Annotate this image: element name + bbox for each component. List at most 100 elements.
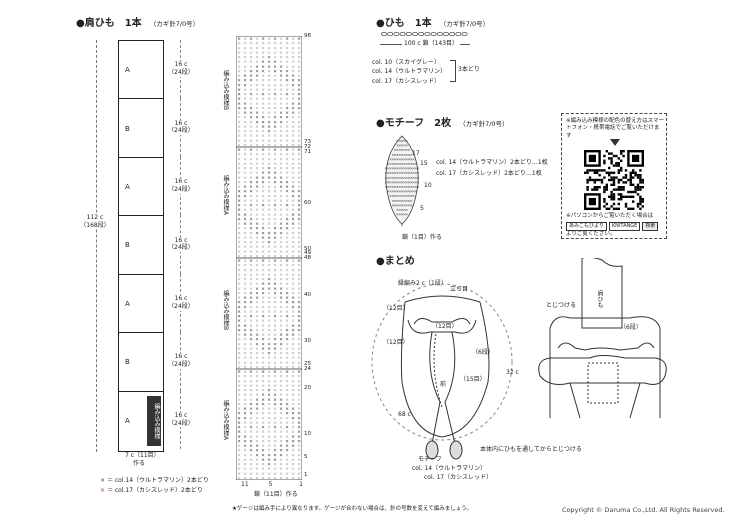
svg-text:×: × xyxy=(291,226,295,232)
svg-text:×: × xyxy=(285,286,289,292)
svg-text:×: × xyxy=(410,184,413,189)
svg-text:×: × xyxy=(243,244,247,250)
svg-text:×: × xyxy=(237,452,241,458)
svg-text:×: × xyxy=(279,36,283,42)
svg-text:×: × xyxy=(237,457,241,463)
svg-text:×: × xyxy=(291,124,295,130)
svg-text:×: × xyxy=(243,64,247,70)
svg-text:×: × xyxy=(297,466,301,472)
svg-text:×: × xyxy=(261,45,265,51)
svg-text:×: × xyxy=(249,82,253,88)
svg-text:×: × xyxy=(255,170,259,176)
svg-text:×: × xyxy=(285,179,289,185)
svg-text:×: × xyxy=(389,193,392,198)
svg-text:×: × xyxy=(273,64,277,70)
svg-text:×: × xyxy=(405,156,408,161)
svg-text:×: × xyxy=(243,277,247,283)
svg-text:×: × xyxy=(249,230,253,236)
svg-text:×: × xyxy=(279,138,283,144)
svg-text:×: × xyxy=(243,207,247,213)
search-term-2[interactable]: KNITANGE xyxy=(608,222,641,231)
svg-text:×: × xyxy=(255,161,259,167)
svg-text:×: × xyxy=(273,249,277,255)
svg-text:×: × xyxy=(273,119,277,125)
svg-text:×: × xyxy=(237,425,241,431)
svg-text:×: × xyxy=(387,170,390,175)
svg-text:×: × xyxy=(243,147,247,153)
svg-text:×: × xyxy=(243,161,247,167)
svg-text:×: × xyxy=(273,258,277,264)
svg-text:×: × xyxy=(291,471,295,477)
svg-text:×: × xyxy=(267,133,271,139)
svg-text:×: × xyxy=(389,175,392,180)
svg-text:×: × xyxy=(291,45,295,51)
svg-text:×: × xyxy=(285,115,289,121)
svg-text:×: × xyxy=(267,216,271,222)
svg-text:×: × xyxy=(267,179,271,185)
svg-text:×: × xyxy=(394,179,397,184)
svg-text:×: × xyxy=(285,425,289,431)
svg-text:×: × xyxy=(273,411,277,417)
search-button[interactable]: 検索 xyxy=(642,222,659,231)
svg-text:×: × xyxy=(291,314,295,320)
svg-text:×: × xyxy=(255,110,259,116)
svg-text:×: × xyxy=(273,156,277,162)
svg-text:×: × xyxy=(255,360,259,366)
attach-diagram xyxy=(530,258,680,438)
qr-code[interactable] xyxy=(584,150,644,210)
svg-text:×: × xyxy=(237,281,241,287)
svg-text:×: × xyxy=(297,226,301,232)
search-term-1[interactable]: あみこもびより xyxy=(566,222,607,231)
svg-text:×: × xyxy=(285,78,289,84)
svg-text:×: × xyxy=(297,115,301,121)
svg-text:×: × xyxy=(249,434,253,440)
svg-text:×: × xyxy=(389,156,392,161)
rows12b-label: （12目） xyxy=(432,323,458,330)
svg-text:×: × xyxy=(249,475,253,480)
svg-text:×: × xyxy=(267,425,271,431)
svg-text:×: × xyxy=(291,304,295,310)
svg-text:×: × xyxy=(237,64,241,70)
svg-text:×: × xyxy=(414,166,417,171)
svg-text:×: × xyxy=(249,438,253,444)
svg-text:×: × xyxy=(285,415,289,421)
svg-text:×: × xyxy=(285,351,289,357)
svg-text:×: × xyxy=(279,258,283,264)
svg-text:×: × xyxy=(261,73,265,79)
svg-text:×: × xyxy=(405,212,408,217)
svg-text:×: × xyxy=(273,355,277,361)
svg-text:×: × xyxy=(407,193,410,198)
svg-text:×: × xyxy=(267,281,271,287)
svg-text:×: × xyxy=(279,55,283,61)
svg-text:×: × xyxy=(285,87,289,93)
svg-text:×: × xyxy=(243,235,247,241)
svg-text:×: × xyxy=(273,124,277,130)
svg-text:×: × xyxy=(243,156,247,162)
svg-text:×: × xyxy=(297,198,301,204)
svg-text:×: × xyxy=(297,425,301,431)
svg-text:×: × xyxy=(255,235,259,241)
svg-text:×: × xyxy=(243,249,247,255)
svg-text:×: × xyxy=(285,411,289,417)
svg-text:×: × xyxy=(297,105,301,111)
svg-text:×: × xyxy=(291,438,295,444)
svg-text:×: × xyxy=(396,189,399,194)
svg-text:×: × xyxy=(237,78,241,84)
svg-text:×: × xyxy=(389,170,392,175)
svg-text:×: × xyxy=(285,138,289,144)
svg-text:×: × xyxy=(394,202,397,207)
svg-text:×: × xyxy=(285,184,289,190)
svg-text:×: × xyxy=(297,378,301,384)
svg-text:×: × xyxy=(412,156,415,161)
svg-text:×: × xyxy=(389,161,392,166)
row-number: 71 xyxy=(304,148,311,155)
svg-text:×: × xyxy=(267,318,271,324)
svg-text:×: × xyxy=(410,166,413,171)
svg-text:×: × xyxy=(243,272,247,278)
svg-text:×: × xyxy=(273,425,277,431)
svg-text:×: × xyxy=(273,92,277,98)
svg-text:×: × xyxy=(297,369,301,375)
svg-text:×: × xyxy=(279,64,283,70)
svg-text:×: × xyxy=(267,466,271,472)
